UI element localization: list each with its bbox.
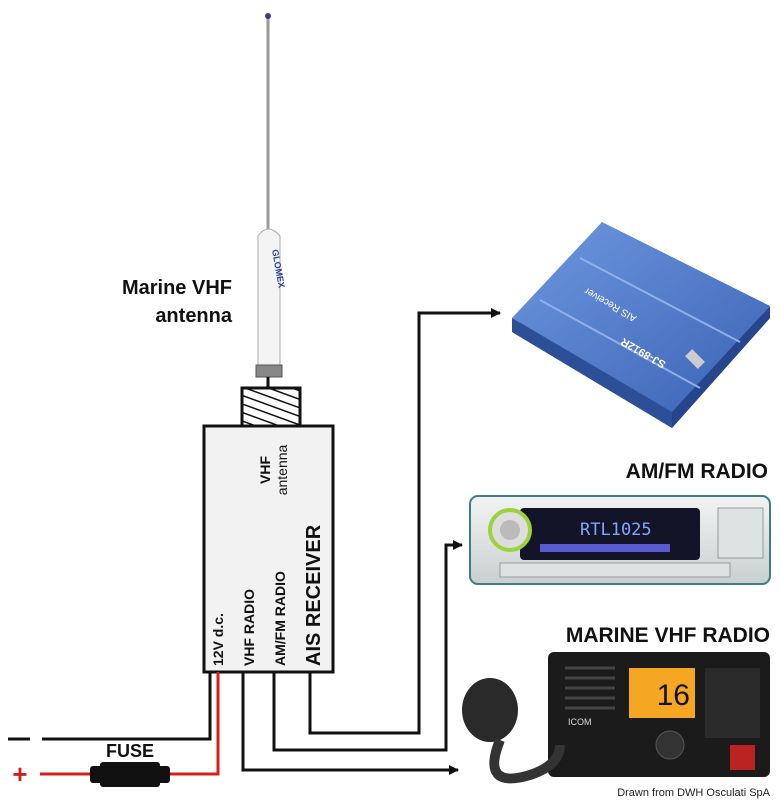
ais-receiver-title: AIS RECEIVER (303, 524, 325, 666)
vhf-antenna-port-label-2: antenna (274, 444, 290, 495)
negative-wire (42, 672, 212, 741)
fuse (90, 762, 170, 787)
amfm-radio-port-label: AM/FM RADIO (272, 571, 288, 666)
vhf-radio-wire (241, 672, 459, 775)
antenna-connector (240, 386, 302, 428)
radio-display-text: RTL1025 (580, 520, 652, 540)
amfm-radio-label: AM/FM RADIO (626, 460, 768, 483)
marine-vhf-radio-label: MARINE VHF RADIO (566, 624, 770, 647)
ais-device-wire (308, 308, 501, 735)
antenna-label-line1: Marine VHF (122, 277, 232, 299)
antenna-label-line2: antenna (155, 305, 233, 327)
vhf-radio-port-label: VHF RADIO (241, 589, 257, 666)
wiring (8, 308, 501, 776)
amfm-radio-device: RTL1025 (469, 495, 771, 585)
vhf-antenna-port-label-1: VHF (257, 456, 273, 484)
plus-sign: + (12, 759, 27, 789)
marine-vhf-radio-device: 16 ICOM (462, 652, 770, 784)
ais-receiver-box: VHF antenna 12V d.c. VHF RADIO AM/FM RAD… (202, 386, 335, 674)
ais-receiver-device: SJ-8912R AIS Receiver (512, 222, 770, 428)
fuse-label: FUSE (106, 741, 154, 761)
vhf-brand: ICOM (568, 717, 592, 727)
vhf-channel: 16 (657, 679, 690, 712)
power-port-label: 12V d.c. (210, 613, 226, 666)
amfm-radio-wire (272, 540, 463, 752)
credit-text: Drawn from DWH Osculati SpA (617, 787, 770, 799)
marine-vhf-antenna: GLOMEX (255, 13, 287, 388)
